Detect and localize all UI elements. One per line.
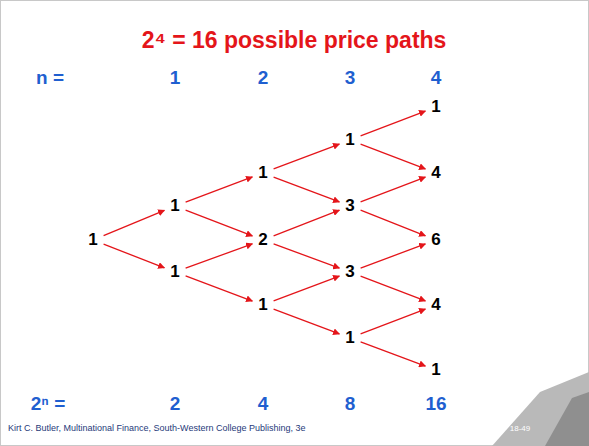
node-value: 1 — [431, 97, 440, 117]
price-node: 1 — [427, 359, 444, 381]
price-node: 1 — [84, 229, 101, 251]
price-node: 4 — [427, 294, 444, 316]
price-node: 3 — [341, 261, 358, 283]
price-move-arrow — [186, 210, 253, 236]
price-move-arrow — [104, 210, 165, 235]
step-number: 4 — [431, 67, 442, 89]
price-node: 1 — [427, 96, 444, 118]
step-number: 3 — [345, 67, 356, 89]
price-move-arrow — [186, 177, 253, 202]
node-value: 1 — [258, 295, 267, 315]
price-move-arrow — [104, 244, 165, 268]
price-move-arrow — [361, 210, 426, 236]
node-value: 1 — [170, 196, 179, 216]
step-number: 2 — [258, 67, 269, 89]
price-node: 6 — [427, 229, 444, 251]
price-node: 1 — [254, 162, 271, 184]
node-value: 1 — [88, 230, 97, 250]
price-move-arrow — [361, 276, 426, 301]
row-label: n = — [36, 67, 64, 89]
price-move-arrow — [274, 144, 340, 169]
node-value: 3 — [345, 196, 354, 216]
price-move-arrow — [361, 309, 426, 334]
node-value: 4 — [431, 163, 440, 183]
path-count: 8 — [345, 393, 356, 415]
price-move-arrow — [361, 177, 426, 202]
price-move-arrow — [361, 111, 426, 136]
price-node: 2 — [254, 229, 271, 251]
price-move-arrow — [274, 177, 340, 202]
node-value: 1 — [345, 130, 354, 150]
price-move-arrow — [361, 342, 426, 366]
path-count: 4 — [258, 393, 269, 415]
price-move-arrow — [274, 210, 340, 236]
node-value: 1 — [258, 163, 267, 183]
price-node: 1 — [254, 294, 271, 316]
price-node: 1 — [341, 129, 358, 151]
node-value: 6 — [431, 230, 440, 250]
node-value: 2 — [258, 230, 267, 250]
slide-title: 2⁴ = 16 possible price paths — [142, 27, 447, 54]
row-label: 2ⁿ = — [31, 393, 65, 415]
price-node: 1 — [341, 327, 358, 349]
corner-graphic-shade — [545, 392, 589, 446]
price-move-arrow — [274, 309, 340, 334]
price-move-arrow — [186, 244, 253, 268]
path-count: 16 — [425, 393, 446, 415]
node-value: 1 — [431, 360, 440, 380]
price-node: 1 — [166, 261, 183, 283]
price-move-arrow — [361, 144, 426, 169]
slide-number: 18-49 — [510, 424, 530, 433]
price-move-arrow — [186, 276, 253, 301]
path-count: 2 — [170, 393, 181, 415]
price-move-arrow — [274, 244, 340, 268]
step-number: 1 — [170, 67, 181, 89]
price-move-arrow — [274, 276, 340, 301]
node-value: 4 — [431, 295, 440, 315]
corner-graphic — [492, 372, 589, 446]
price-move-arrow — [361, 244, 426, 268]
price-node: 1 — [166, 195, 183, 217]
price-node: 4 — [427, 162, 444, 184]
node-value: 1 — [170, 262, 179, 282]
node-value: 3 — [345, 262, 354, 282]
price-node: 3 — [341, 195, 358, 217]
source-note: Kirt C. Butler, Multinational Finance, S… — [8, 423, 306, 433]
node-value: 1 — [345, 328, 354, 348]
